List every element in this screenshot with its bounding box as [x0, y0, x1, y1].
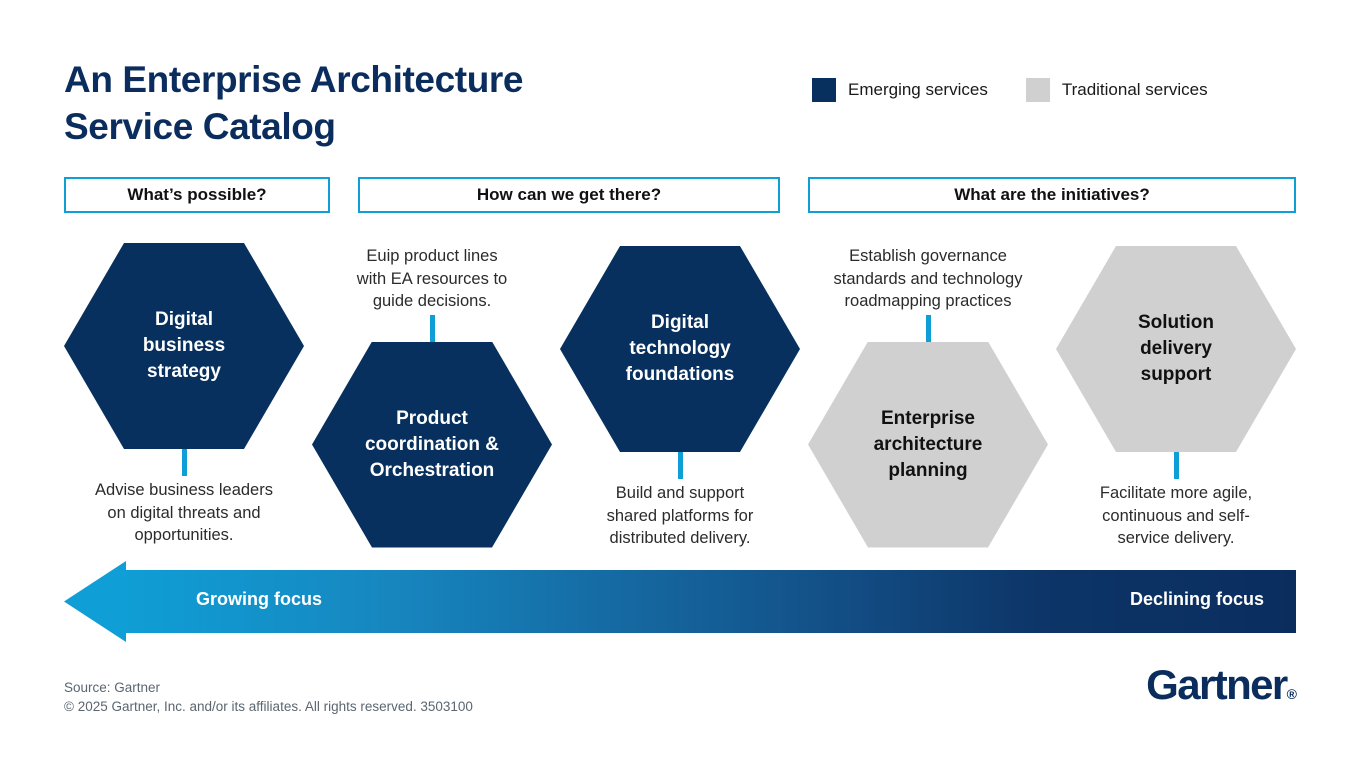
hexagon-title: Solution delivery support — [1138, 312, 1214, 385]
legend-item-traditional: Traditional services — [1025, 78, 1208, 102]
section-header-label: What are the initiatives? — [954, 185, 1150, 204]
service-node-enterprise-architecture-planning: Establish governance standards and techn… — [798, 245, 1058, 548]
hexagon-wrap: Product coordination & Orchestration — [312, 341, 552, 548]
hexagon-wrap: Digital business strategy — [64, 243, 304, 449]
registered-mark-icon: ® — [1286, 686, 1297, 702]
focus-gradient-arrow: Growing focus Declining focus — [64, 561, 1296, 642]
hexagon-title: Digital business strategy — [142, 309, 226, 382]
service-node-digital-technology-foundations: Digital technology foundations Build and… — [550, 246, 810, 550]
hexagon-wrap: Enterprise architecture planning — [808, 341, 1048, 548]
page-title: An Enterprise Architecture Service Catal… — [64, 59, 524, 147]
hexagon-title: Enterprise architecture planning — [873, 407, 983, 481]
connector-line — [429, 314, 435, 342]
section-header-whats-possible: What’s possible? — [64, 177, 330, 213]
connector-line — [181, 449, 187, 476]
section-header-what-are-the-initiatives: What are the initiatives? — [808, 177, 1296, 213]
service-node-digital-business-strategy: Digital business strategy Advise busines… — [54, 243, 314, 547]
connector-line — [925, 314, 931, 342]
arrow-label-declining-focus: Declining focus — [1129, 589, 1264, 609]
hexagon-wrap: Solution delivery support — [1056, 246, 1296, 452]
footer-source-text: Source: Gartner © 2025 Gartner, Inc. and… — [64, 680, 473, 714]
node-caption: Build and support shared platforms for d… — [606, 484, 754, 547]
node-caption: Establish governance standards and techn… — [833, 247, 1023, 310]
node-caption: Advise business leaders on digital threa… — [95, 481, 273, 544]
hexagon-wrap: Digital technology foundations — [560, 246, 800, 452]
arrow-body — [124, 570, 1296, 633]
hexagon-shape: Digital technology foundations — [560, 246, 800, 452]
section-header-label: What’s possible? — [127, 185, 267, 204]
hexagon-shape: Solution delivery support — [1056, 246, 1296, 452]
section-header-how-can-we-get-there: How can we get there? — [358, 177, 780, 213]
node-caption: Euip product lines with EA resources to … — [356, 247, 508, 310]
legend-item-emerging: Emerging services — [812, 78, 988, 102]
hexagon-title: Product coordination & Orchestration — [364, 407, 500, 481]
node-caption: Facilitate more agile, continuous and se… — [1099, 484, 1253, 547]
service-node-solution-delivery-support: Solution delivery support Facilitate mor… — [1046, 246, 1306, 550]
section-header-label: How can we get there? — [476, 185, 662, 204]
connector-line — [677, 452, 683, 479]
legend-swatch-navy-icon — [812, 78, 836, 102]
arrow-label-growing-focus: Growing focus — [196, 589, 322, 609]
hexagon-shape: Digital business strategy — [64, 243, 304, 449]
hexagon-shape: Enterprise architecture planning — [808, 341, 1048, 548]
arrow-head-left-icon — [64, 561, 126, 642]
legend: Emerging services Traditional services — [812, 78, 1208, 102]
gartner-logo: Gartner® — [1146, 662, 1297, 717]
connector-line — [1173, 452, 1179, 479]
hexagon-shape: Product coordination & Orchestration — [312, 341, 552, 548]
gartner-logo-text: Gartner — [1146, 661, 1288, 708]
legend-label-traditional: Traditional services — [1061, 80, 1208, 99]
hexagon-title: Digital technology foundations — [625, 312, 735, 385]
service-node-product-coordination-orchestration: Euip product lines with EA resources to … — [302, 245, 562, 548]
legend-label-emerging: Emerging services — [848, 80, 988, 99]
legend-swatch-gray-icon — [1025, 78, 1050, 102]
